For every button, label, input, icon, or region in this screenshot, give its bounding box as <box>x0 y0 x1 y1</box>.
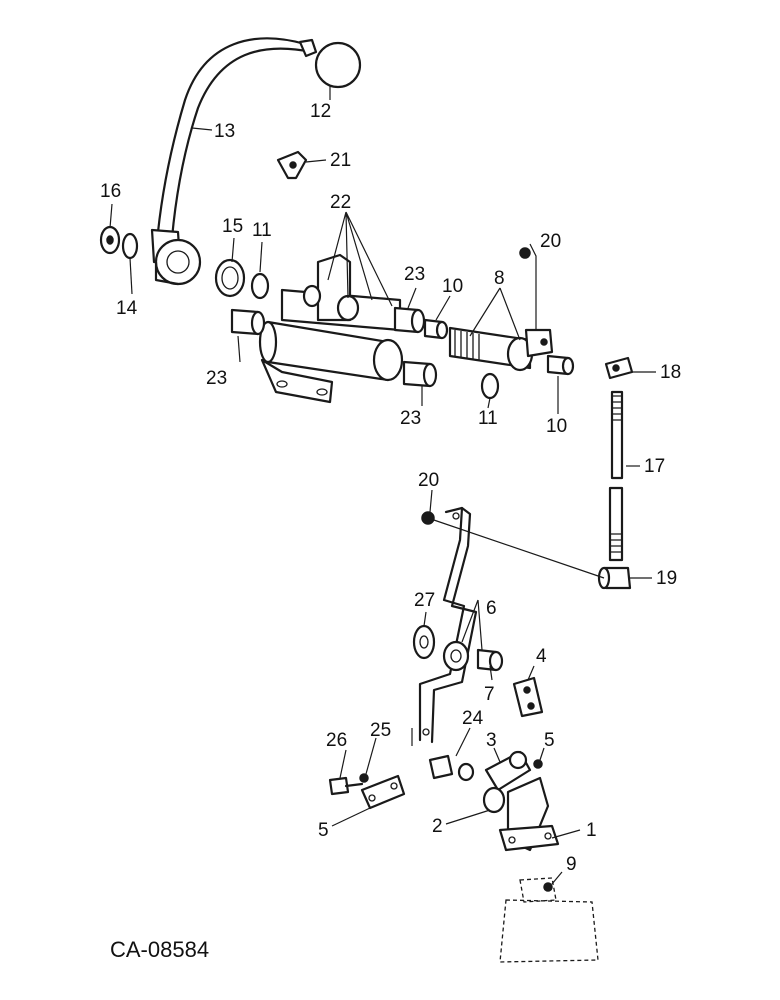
bushing-part-10-upper <box>423 318 449 340</box>
callout-16: 16 <box>100 181 121 202</box>
callout-8: 7 <box>484 684 495 705</box>
link-part-6 <box>360 774 406 810</box>
callout-5-lower: 9 <box>566 854 577 875</box>
housing-tube <box>258 320 404 404</box>
leader-lines <box>109 85 656 885</box>
link-rod-part-17 <box>608 390 624 562</box>
callout-3: 3 <box>486 730 497 751</box>
callout-4: 4 <box>536 646 547 667</box>
washer-part-16 <box>99 225 121 255</box>
callout-24: 24 <box>462 708 484 729</box>
callout-25: 25 <box>370 720 391 741</box>
washer-part-15 <box>214 258 246 298</box>
callout-10-upper: 10 <box>442 276 463 297</box>
snap-ring-part-11-lower <box>480 372 500 400</box>
callout-9: 8 <box>494 268 505 289</box>
callout-17: 17 <box>644 456 665 477</box>
bent-lever-part-7 <box>418 506 478 744</box>
rod-end-part-18 <box>604 356 634 380</box>
callout-19: 19 <box>656 568 677 589</box>
callout-20-upper: 20 <box>540 231 561 252</box>
bushing-part-23-lower <box>402 360 438 388</box>
knob-part <box>314 41 362 89</box>
callout-20-lower: 20 <box>418 470 439 491</box>
callout-1: 1 <box>586 820 597 841</box>
callout-2: 2 <box>432 816 443 837</box>
bushing-part-10-lower <box>546 354 575 376</box>
pin-part-20-upper <box>519 247 531 259</box>
bushing-part-23-left <box>230 308 266 336</box>
washer-part-27 <box>412 624 436 660</box>
callout-labels: 12 13 21 22 16 15 11 14 20 23 10 8 23 18… <box>100 101 681 875</box>
bracket-part-1 <box>498 776 560 852</box>
shift-lever-part <box>150 37 318 286</box>
callout-13: 13 <box>214 121 235 142</box>
shaft-housing-part-22 <box>280 253 402 332</box>
link-plate-part-4 <box>512 676 544 718</box>
rod-end-part-19 <box>597 566 632 590</box>
snap-ring-part-14 <box>121 232 139 260</box>
callout-6: 5 <box>318 820 329 841</box>
base-housing-outline <box>499 877 599 963</box>
callout-23-lower: 23 <box>400 408 421 429</box>
bolt-part-26 <box>328 776 364 796</box>
callout-23-mid: 23 <box>404 264 425 285</box>
bushing-part-23-mid <box>393 306 426 334</box>
splined-shaft-part-9 <box>448 326 554 372</box>
callout-5-upper: 5 <box>544 730 555 751</box>
callout-21: 21 <box>330 150 351 171</box>
callout-7: 6 <box>486 598 497 619</box>
clip-part-21 <box>276 150 308 180</box>
callout-27: 27 <box>414 590 435 611</box>
callout-10-lower: 10 <box>546 416 567 437</box>
pin-part-24 <box>428 754 475 782</box>
figure-id: CA-08584 <box>110 937 209 962</box>
callout-11-lower: 11 <box>478 408 498 429</box>
callout-14: 14 <box>116 298 138 319</box>
callout-22: 22 <box>330 192 351 213</box>
callout-18: 18 <box>660 362 681 383</box>
nut-part-5-upper <box>533 759 543 769</box>
callout-12: 12 <box>310 101 331 122</box>
callout-15: 15 <box>222 216 243 237</box>
callout-26: 26 <box>326 730 347 751</box>
bellcrank-part-3 <box>482 750 532 814</box>
callout-11-upper: 11 <box>252 220 272 241</box>
washer-part-25 <box>359 773 369 783</box>
snap-ring-part-11-upper <box>250 272 270 300</box>
nut-part-5-lower <box>543 882 553 892</box>
callout-23-left: 23 <box>206 368 227 389</box>
bushing-part-8 <box>476 648 504 672</box>
